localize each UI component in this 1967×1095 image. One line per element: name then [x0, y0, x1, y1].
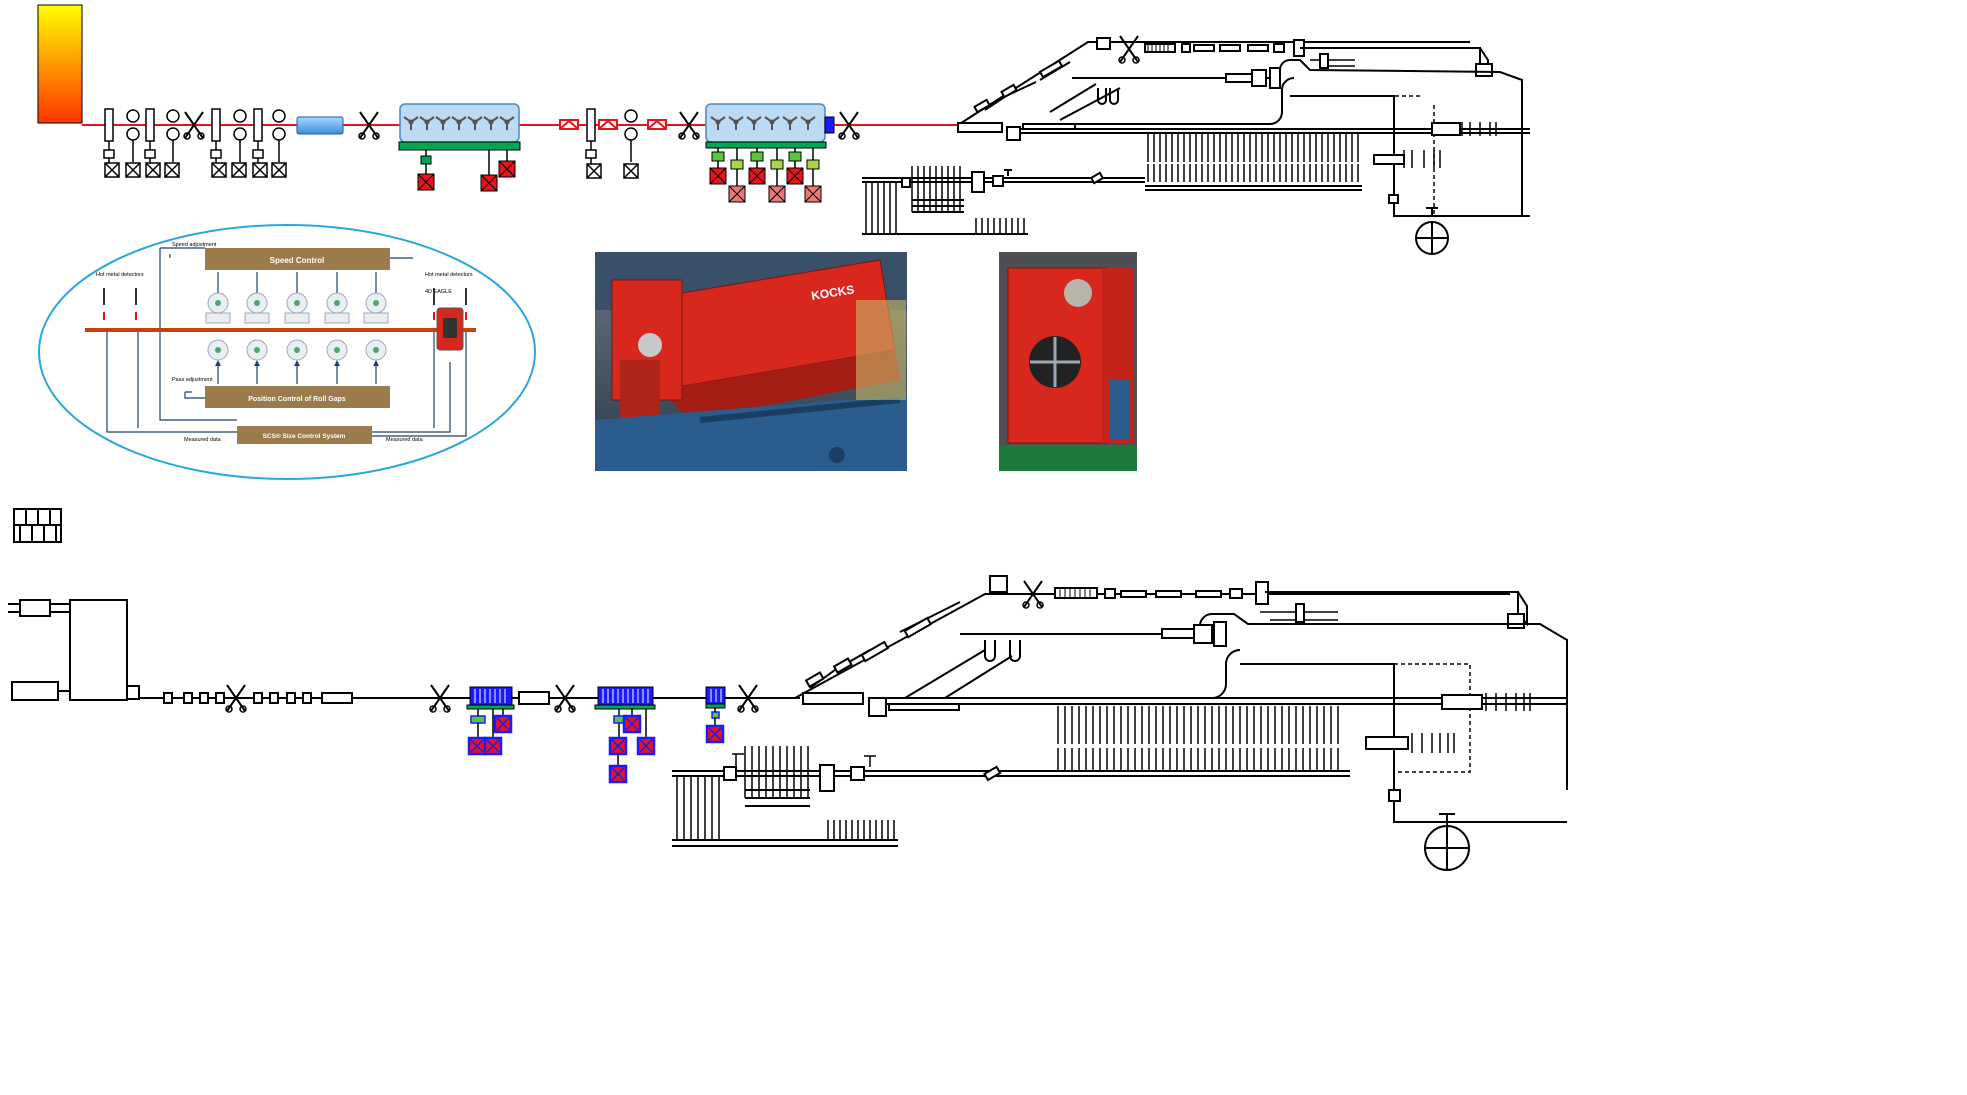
coiler-icon [1415, 207, 1449, 255]
cooling-bed-icon [1055, 706, 1350, 777]
scs-label: SCS® Size Control System [263, 432, 346, 440]
reducing-sizing-block-icon [594, 686, 656, 784]
pass-adjustment-label: Pass adjustment [172, 377, 213, 383]
4d-eagle-gauge-icon [436, 307, 464, 351]
measured-data-right: Measured data [386, 437, 424, 443]
position-control-label: Position Control of Roll Gaps [248, 396, 346, 403]
reheating-furnace-icon [37, 4, 83, 124]
looper-group [559, 108, 667, 179]
measured-data-left: Measured data [184, 437, 222, 443]
roughing-stands [103, 108, 180, 164]
hot-metal-detectors-left: Hot metal detectors [96, 272, 144, 278]
cooling-bed-block-icon [13, 508, 62, 543]
scs-size-control-diagram: Speed Control Position Control of Roll G… [38, 224, 536, 480]
finishing-area-lower [672, 575, 1568, 871]
reducing-sizing-block-icon [398, 103, 521, 192]
position-control-box [205, 386, 390, 408]
speed-control-box [205, 248, 390, 270]
hot-metal-detectors-right: Hot metal detectors [425, 272, 473, 278]
cooling-pipe-icon [296, 116, 344, 135]
reducing-sizing-block-icon [466, 686, 515, 756]
4d-eagle-label: 4D EAGLE [425, 289, 452, 295]
finishing-area-upper [862, 35, 1530, 255]
photo-mill-block: KOCKS [595, 252, 907, 471]
reducing-sizing-block-icon [705, 103, 835, 203]
photo-sizing-stand [999, 252, 1137, 471]
scs-box [237, 426, 372, 444]
speed-control-label: Speed Control [270, 256, 325, 265]
bottom-rolling-line [8, 575, 1568, 871]
coiler-icon [1424, 813, 1470, 871]
cooling-bed-icon [1145, 134, 1362, 191]
speed-adjustment-label: Speed adjustment [172, 242, 217, 248]
reducing-sizing-block-icon [705, 686, 726, 744]
top-rolling-line [37, 4, 1530, 255]
intermediate-stands [210, 108, 286, 164]
mill-brand-label: KOCKS [810, 282, 855, 303]
